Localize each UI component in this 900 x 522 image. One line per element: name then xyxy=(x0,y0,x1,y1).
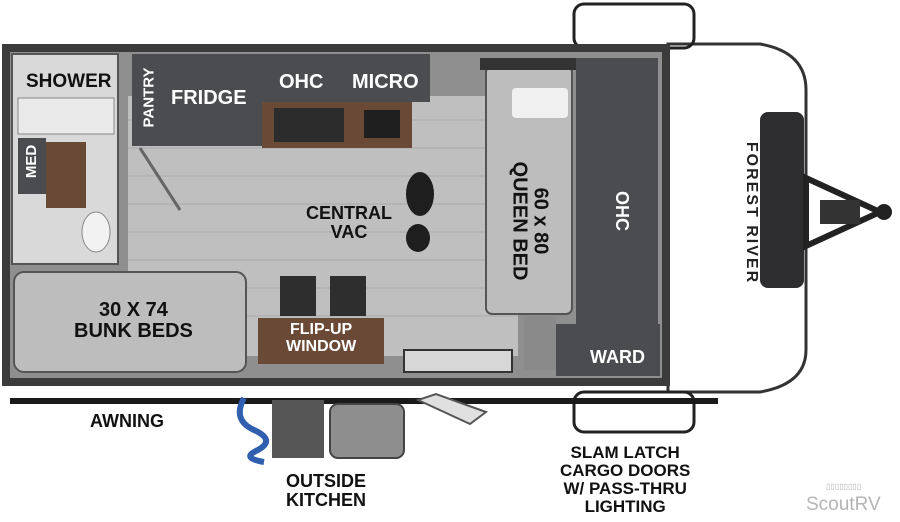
fridge-cabinet xyxy=(166,54,262,146)
pillow xyxy=(512,88,568,118)
label-awning: AWNING xyxy=(90,411,164,431)
label-fridge: FRIDGE xyxy=(171,87,247,109)
label-bunk-beds: 30 X 74 BUNK BEDS xyxy=(74,299,193,342)
wardrobe xyxy=(556,324,660,376)
ohc-front-cabinet xyxy=(576,58,658,328)
label-ohc-kitchen: OHC xyxy=(279,71,324,93)
watermark: ScoutRV xyxy=(806,494,881,515)
ohc-cabinet-kitchen xyxy=(262,54,344,102)
outside-kitchen-unit xyxy=(272,400,324,458)
label-cargo-doors: SLAM LATCH CARGO DOORS W/ PASS-THRU LIGH… xyxy=(560,443,691,516)
chair-right xyxy=(330,276,366,316)
label-ohc-front: OHC xyxy=(612,191,632,231)
label-med: MED xyxy=(23,144,41,179)
flip-up-table xyxy=(258,318,384,364)
chair-left xyxy=(280,276,316,316)
label-flip-up-window: FLIP-UP WINDOW xyxy=(286,321,357,355)
micro-cabinet xyxy=(344,54,430,102)
label-queen-bed: 60 x 80 QUEEN BED xyxy=(508,161,552,281)
label-shower: SHOWER xyxy=(26,71,112,92)
footprint-icon xyxy=(406,172,434,252)
cargo-door-frame xyxy=(572,2,696,50)
med-cabinet xyxy=(18,138,46,194)
hose xyxy=(236,396,269,465)
vanity xyxy=(46,142,86,208)
front-window xyxy=(760,112,804,288)
brand-logo: FOREST RIVER xyxy=(743,141,761,285)
watermark-small: ▯▯▯▯▯▯▯▯ xyxy=(826,482,862,491)
label-pantry: PANTRY xyxy=(140,67,158,128)
toilet xyxy=(81,211,111,253)
bunk-beds xyxy=(13,271,247,373)
sink xyxy=(274,108,344,142)
awning xyxy=(10,398,718,404)
pantry-cabinet xyxy=(132,54,166,146)
propane-tank xyxy=(329,403,405,459)
label-outside-kitchen: OUTSIDE KITCHEN xyxy=(286,471,367,510)
label-central-vac: CENTRAL VAC xyxy=(306,203,392,242)
hitch-coupler xyxy=(876,204,892,220)
step xyxy=(415,392,489,426)
label-micro: MICRO xyxy=(352,71,419,93)
a-frame-hitch xyxy=(803,173,888,251)
label-ward: WARD xyxy=(590,347,645,367)
shower-stall xyxy=(17,97,115,135)
cooktop xyxy=(364,110,400,138)
